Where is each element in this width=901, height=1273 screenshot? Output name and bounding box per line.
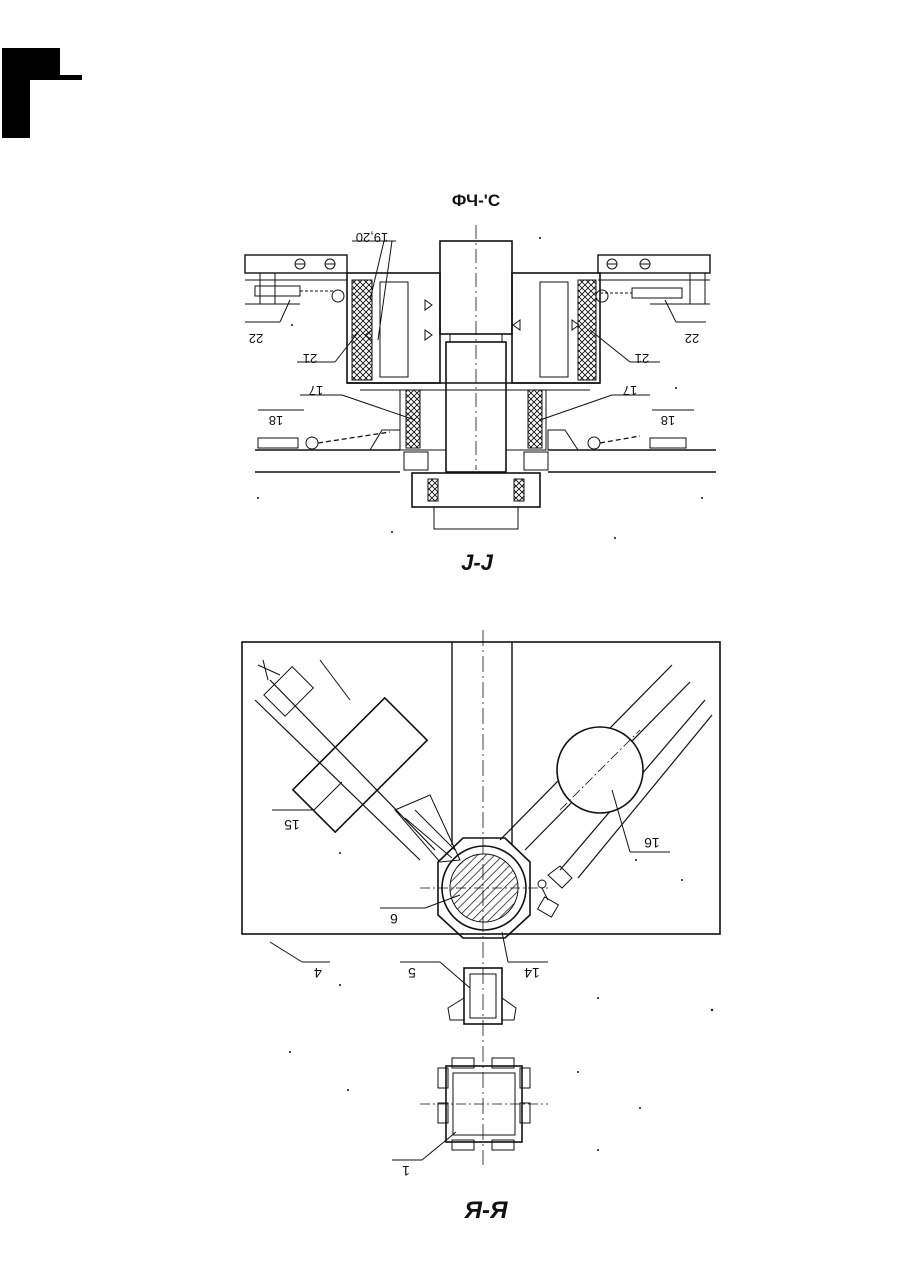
callout-5: 5 [408, 965, 416, 981]
callout-17-left: 17 [309, 383, 323, 398]
callout-21-left: 21 [303, 351, 317, 366]
callout-21-right: 21 [635, 351, 649, 366]
callout-4: 4 [314, 965, 322, 981]
callout-6: 6 [390, 911, 398, 927]
callout-22-right: 22 [685, 331, 699, 346]
scan-noise [257, 237, 713, 1151]
callout-15: 15 [284, 817, 300, 833]
section-ya-drawing [242, 630, 720, 1165]
top-caption: ФЧ-'С [452, 191, 500, 210]
callout-19-20: 19,20 [356, 230, 389, 245]
callout-14: 14 [524, 965, 540, 981]
callout-18-right: 18 [661, 413, 675, 428]
callout-17-right: 17 [623, 383, 637, 398]
section-ya-label: Я-Я [464, 1197, 508, 1224]
callout-1: 1 [402, 1163, 410, 1179]
section-jj-label: J-J [461, 550, 494, 575]
callout-16: 16 [644, 835, 660, 851]
callout-22-left: 22 [249, 331, 263, 346]
callout-18-left: 18 [269, 413, 283, 428]
corner-mark [2, 48, 82, 138]
